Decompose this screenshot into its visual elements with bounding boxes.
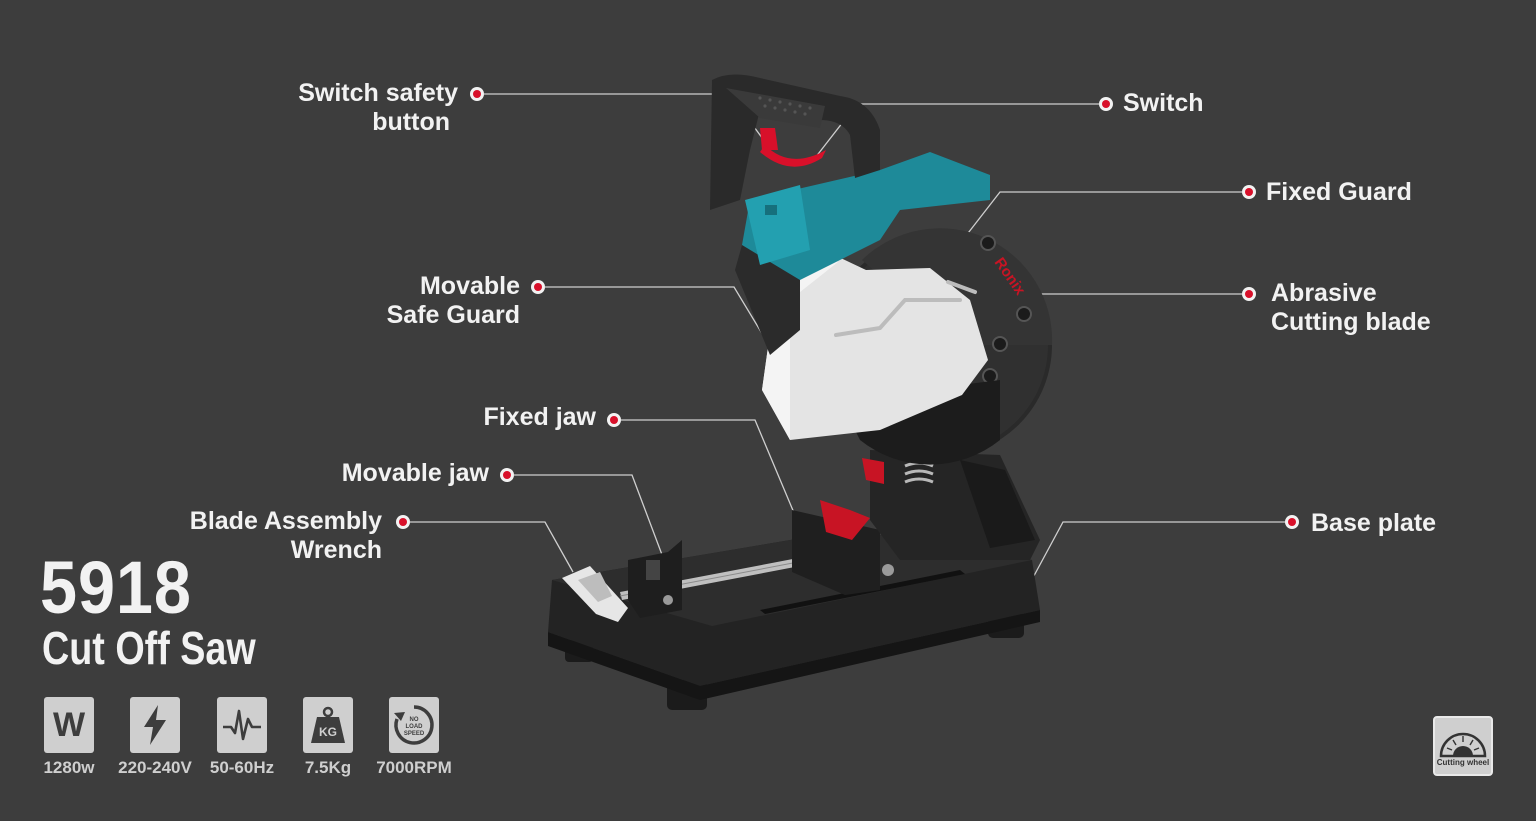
callout-dot-switch	[1099, 97, 1113, 111]
power-watt-glyph: W	[52, 705, 86, 744]
callout-line-1: Switch safety	[298, 79, 458, 107]
callout-dot-abrasive-cutting-blade	[1242, 287, 1256, 301]
callout-line-2: Safe Guard	[386, 301, 520, 329]
callout-dot-movable-safe-guard	[531, 280, 545, 294]
callout-line-2: button	[372, 108, 450, 136]
spec-speed: NO LOAD SPEED 7000RPM	[369, 697, 459, 778]
spec-speed-value: 7000RPM	[376, 758, 452, 777]
cutting-wheel-icon	[1439, 732, 1487, 758]
spec-frequency-value: 50-60Hz	[209, 758, 275, 777]
callout-fixed-jaw: Fixed jaw	[483, 403, 596, 431]
model-number: 5918	[40, 546, 192, 629]
no-load-speed-icon: NO LOAD SPEED	[389, 697, 439, 753]
power-watt-icon: W	[44, 697, 94, 753]
callout-dot-fixed-jaw	[607, 413, 621, 427]
callout-dot-switch-safety-button	[470, 87, 484, 101]
callout-line-2: Cutting blade	[1271, 308, 1431, 336]
callout-dot-blade-assembly-wrench	[396, 515, 410, 529]
spec-weight-value: 7.5Kg	[304, 758, 352, 777]
cutting-wheel-badge: Cutting wheel	[1433, 716, 1493, 776]
spec-power-value: 1280w	[43, 758, 95, 777]
frequency-wave-icon	[217, 697, 267, 753]
spec-weight: KG 7.5Kg	[283, 697, 373, 778]
callout-switch-safety-button: Switch safety button	[276, 79, 458, 137]
callout-line-1: Blade Assembly	[189, 507, 382, 535]
callout-line-1: Abrasive	[1271, 279, 1377, 307]
callout-dot-fixed-guard	[1242, 185, 1256, 199]
callout-line-1: Movable	[419, 272, 520, 300]
voltage-bolt-icon	[130, 697, 180, 753]
callout-dot-base-plate	[1285, 515, 1299, 529]
callout-blade-assembly-wrench: Blade Assembly Wrench	[160, 507, 382, 565]
callout-dot-movable-jaw	[500, 468, 514, 482]
spec-voltage: 220-240V	[110, 697, 200, 778]
callout-base-plate: Base plate	[1311, 509, 1437, 537]
callout-switch: Switch	[1123, 89, 1204, 117]
no-load-speed-glyph: NO LOAD SPEED	[403, 717, 425, 737]
callout-movable-safe-guard: Movable Safe Guard	[360, 272, 520, 330]
callout-line-2: Wrench	[290, 536, 382, 564]
product-name: Cut Off Saw	[42, 622, 256, 674]
spec-voltage-value: 220-240V	[118, 758, 192, 777]
weight-kg-glyph: KG	[319, 725, 337, 739]
callout-movable-jaw: Movable jaw	[341, 459, 489, 487]
callout-abrasive-cutting-blade: Abrasive Cutting blade	[1271, 279, 1431, 337]
weight-kg-icon: KG	[303, 697, 353, 753]
callout-fixed-guard: Fixed Guard	[1266, 178, 1412, 206]
cutting-wheel-label: Cutting wheel	[1436, 758, 1490, 767]
spec-power: W 1280w	[24, 697, 114, 778]
spec-frequency: 50-60Hz	[197, 697, 287, 778]
